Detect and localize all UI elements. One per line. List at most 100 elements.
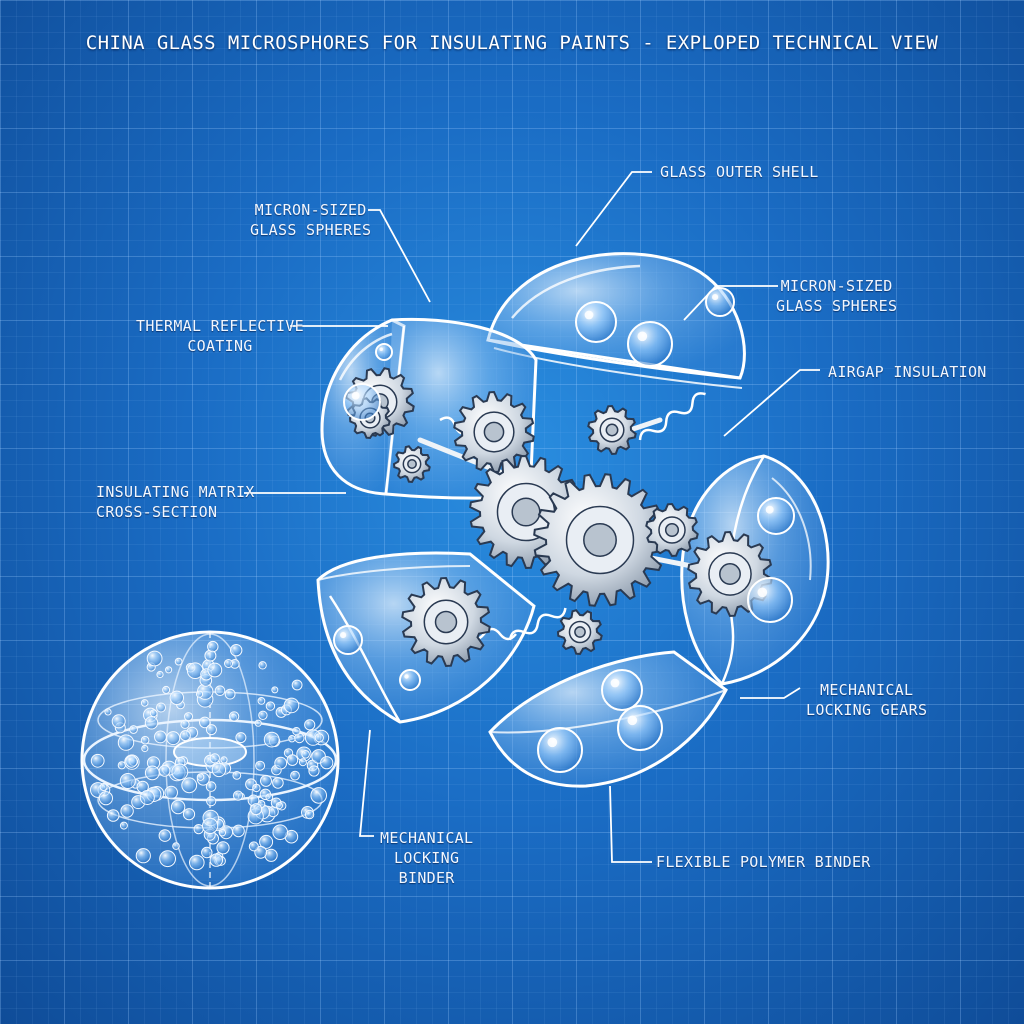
callout-text: LOCKING [393, 849, 460, 867]
gear [392, 445, 431, 484]
matrix-bead [298, 758, 307, 767]
matrix-bead [158, 764, 171, 777]
matrix-bead [320, 756, 334, 770]
matrix-bead [271, 686, 279, 694]
gear [587, 404, 637, 456]
callout-text: MICRON-SIZED [780, 277, 893, 295]
matrix-bead [146, 650, 163, 667]
callout-text: GLASS SPHERES [250, 221, 372, 239]
callout-text: MECHANICAL [820, 681, 914, 699]
matrix-bead [120, 804, 134, 818]
callout-text: GLASS SPHERES [776, 297, 898, 315]
matrix-bead [224, 688, 236, 700]
callout-insulating-matrix: INSULATING MATRIX CROSS-SECTION [96, 482, 255, 522]
callout-text: INSULATING MATRIX [96, 483, 255, 501]
glass-bead [617, 705, 663, 751]
matrix-bead [144, 716, 159, 730]
matrix-bead [252, 783, 261, 793]
bead-highlight [610, 678, 620, 688]
matrix-bead [283, 697, 300, 714]
callout-text: COATING [187, 337, 253, 355]
diagram-title: CHINA GLASS MICROSPHORES FOR INSULATING … [85, 32, 939, 54]
matrix-bead [248, 841, 259, 852]
matrix-bead [119, 821, 128, 830]
matrix-bead [265, 793, 274, 802]
bead-highlight [379, 347, 383, 351]
callout-micron-spheres-left: MICRON-SIZED GLASS SPHERES [250, 200, 371, 240]
matrix-bead [117, 734, 135, 751]
matrix-bead [171, 763, 189, 781]
matrix-bead [206, 796, 217, 807]
bead-highlight [627, 715, 638, 726]
glass-bead [747, 577, 793, 623]
matrix-bead [290, 770, 300, 781]
matrix-bead [158, 829, 172, 842]
bead-highlight [351, 391, 360, 400]
callout-micron-spheres-right: MICRON-SIZED GLASS SPHERES [776, 276, 897, 316]
matrix-bead [224, 659, 233, 668]
callout-thermal-coating: THERMAL REFLECTIVE COATING [136, 316, 304, 356]
callout-mechanical-locking-binder: MECHANICAL LOCKING BINDER [380, 828, 473, 888]
matrix-bead [254, 719, 262, 727]
matrix-cross-section-sphere [80, 630, 340, 890]
matrix-bead [149, 709, 158, 718]
glass-bead [601, 669, 643, 711]
matrix-bead [304, 809, 315, 820]
callout-leader-lines [244, 171, 820, 863]
gear [556, 609, 603, 656]
matrix-bead [220, 756, 228, 764]
matrix-bead [235, 732, 247, 744]
matrix-bead [232, 824, 245, 838]
callout-mechanical-locking-gears: MECHANICAL LOCKING GEARS [806, 680, 927, 720]
glass-bead [375, 343, 393, 361]
matrix-bead [218, 829, 227, 837]
bead-highlight [712, 294, 719, 301]
matrix-bead [164, 785, 178, 800]
matrix-bead [129, 725, 138, 734]
matrix-bead [159, 850, 177, 868]
matrix-bead [140, 699, 149, 707]
matrix-bead [288, 735, 296, 743]
gear [645, 502, 699, 558]
matrix-bead [286, 754, 299, 766]
glass-bead [575, 301, 617, 343]
matrix-bead [144, 765, 160, 781]
callout-text: THERMAL REFLECTIVE [136, 317, 304, 335]
matrix-bead [166, 731, 181, 746]
callout-text: LOCKING GEARS [806, 701, 928, 719]
matrix-bead [258, 661, 267, 670]
bead-highlight [547, 737, 558, 748]
matrix-bead [106, 809, 120, 822]
matrix-bead [310, 787, 328, 804]
matrix-bead [292, 727, 301, 736]
matrix-bead [156, 670, 164, 679]
callout-text: FLEXIBLE POLYMER BINDER [656, 853, 871, 871]
matrix-bead [272, 777, 284, 789]
matrix-bead [196, 773, 205, 781]
gear [453, 390, 535, 474]
matrix-bead [184, 712, 193, 722]
matrix-bead [207, 640, 219, 653]
matrix-bead [258, 710, 268, 720]
matrix-bead [228, 711, 240, 722]
matrix-bead [257, 697, 266, 705]
matrix-bead [232, 771, 242, 780]
matrix-bead [193, 824, 204, 835]
micron-glass-beads [333, 287, 795, 773]
matrix-bead [140, 735, 150, 745]
matrix-bead [172, 842, 180, 850]
bead-highlight [757, 587, 768, 598]
matrix-bead [274, 756, 288, 770]
callout-text: GLASS OUTER SHELL [660, 163, 819, 181]
callout-text: MECHANICAL [380, 829, 474, 847]
matrix-bead [209, 853, 224, 867]
matrix-bead [205, 781, 217, 792]
callout-text: BINDER [398, 869, 455, 887]
matrix-bead [111, 714, 126, 729]
matrix-bead [301, 750, 310, 759]
matrix-bead [199, 716, 211, 729]
glass-bead [627, 321, 673, 367]
matrix-bead [211, 762, 227, 778]
